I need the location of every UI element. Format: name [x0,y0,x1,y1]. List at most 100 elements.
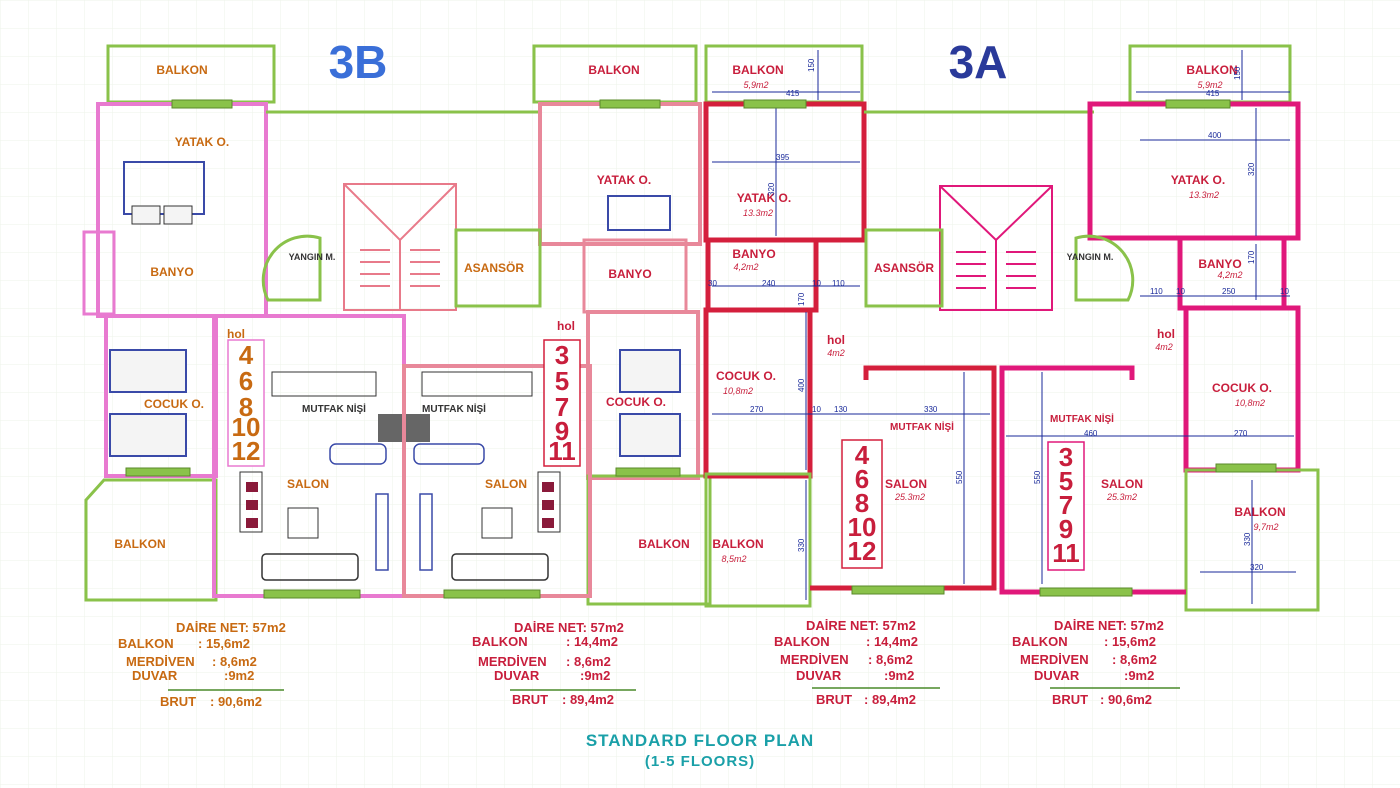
dim-label: 320 [1250,563,1264,572]
summary-brut-key: BRUT [1052,692,1088,707]
summary-balkon-key: BALKON [1012,634,1068,649]
floor-box-3a-right [1047,441,1085,571]
area-summary-1: DAİRE NET: 57m2 BALKON : 15,6m2 MERDİVEN… [118,620,286,709]
dim-label: 415 [786,89,800,98]
dim-label: 320 [1247,162,1256,176]
summary-merdiven-val: : 8,6m2 [1112,652,1157,667]
dim-label: 270 [750,405,764,414]
dim-label: 330 [797,538,806,552]
room-label-cocuk-3b-l: COCUK O. [144,397,204,411]
summary-brut-val: : 90,6m2 [1100,692,1152,707]
dim-label: 550 [1033,470,1042,484]
summary-duvar-key: DUVAR [494,668,540,683]
room-label-yangin-3b: YANGIN M. [289,252,336,262]
dim-label: 320 [767,182,776,196]
dim-label: 460 [1084,429,1098,438]
floor-box-3b-right [543,339,581,467]
floor-number: 10 [232,412,261,442]
summary-daire: DAİRE NET: 57m2 [176,620,286,635]
dim-label: 330 [1243,532,1252,546]
room-label-banyo-3b-r: BANYO [608,267,651,281]
room-area-balkon-3a-br: 9,7m2 [1253,522,1278,532]
dim-label: 240 [762,279,776,288]
room-area-yatak-3a-l: 13.3m2 [743,208,773,218]
room-label-banyo-3b-l: BANYO [150,265,193,279]
summary-duvar-val: :9m2 [224,668,254,683]
room-label-banyo-3a-l: BANYO [732,247,775,261]
summary-merdiven-key: MERDİVEN [1020,652,1089,667]
dim-label: 30 [708,279,717,288]
floor-number: 12 [848,536,877,566]
summary-balkon-key: BALKON [118,636,174,651]
summary-merdiven-val: : 8,6m2 [868,652,913,667]
room-label-mutfak-3a-r: MUTFAK NİŞİ [1050,412,1114,425]
floor-number: 4 [239,340,254,370]
floor-number: 9 [555,416,569,446]
room-label-cocuk-3a-r: COCUK O. [1212,381,1272,395]
room-label-balkon-3b-tl: BALKON [156,63,207,77]
room-area-cocuk-3a-r: 10,8m2 [1235,398,1265,408]
floor-number: 6 [239,366,253,396]
room-area-balkon-3a-tl: 5,9m2 [743,80,768,90]
room-area-banyo-3a-l: 4,2m2 [733,262,758,272]
dim-label: 550 [955,470,964,484]
summary-balkon-val: : 14,4m2 [866,634,918,649]
summary-daire: DAİRE NET: 57m2 [1054,618,1164,633]
staircase-3a [939,185,1053,311]
room-area-cocuk-3a-l: 10,8m2 [723,386,753,396]
room-label-balkon-3b-tr: BALKON [588,63,639,77]
summary-duvar-val: :9m2 [884,668,914,683]
dim-label: 395 [776,153,790,162]
summary-merdiven-val: : 8,6m2 [212,654,257,669]
dim-label: 170 [1247,250,1256,264]
room-area-hol-3a-r: 4m2 [1155,342,1173,352]
room-label-balkon-3a-br: BALKON [1234,505,1285,519]
floor-number: 11 [1052,538,1080,568]
fire-escape-3a [1074,234,1135,302]
room-label-yatak-3b-l: YATAK O. [175,135,229,149]
room-label-balkon-3a-bl: BALKON [712,537,763,551]
room-label-mutfak-3b-l: MUTFAK NİŞİ [302,402,366,415]
summary-merdiven-val: : 8,6m2 [566,654,611,669]
room-label-yangin-3a: YANGIN M. [1067,252,1114,262]
floor-number: 5 [1059,466,1073,496]
floor-box-3a-left [841,439,883,569]
dimension-labels: 415 395 320 240 110 10 30 170 400 270 10… [708,58,1289,572]
summary-brut-key: BRUT [816,692,852,707]
room-label-salon-3a-r: SALON [1101,477,1143,491]
dim-label: 170 [797,292,806,306]
elevator-3b [454,228,542,308]
summary-balkon-val: : 14,4m2 [566,634,618,649]
summary-brut-val: : 90,6m2 [210,694,262,709]
summary-merdiven-key: MERDİVEN [126,654,195,669]
dim-label: 400 [797,378,806,392]
dim-label: 110 [832,279,845,288]
floor-number: 8 [855,488,869,518]
floor-number: 3 [1059,442,1073,472]
summary-balkon-val: : 15,6m2 [1104,634,1156,649]
fire-escape-3b [261,234,322,302]
room-label-salon-3b-r: SALON [485,477,527,491]
room-area-banyo-3a-r: 4,2m2 [1217,270,1242,280]
unit-title-3b: 3B [329,36,388,88]
elevator-3a [864,228,944,308]
summary-balkon-key: BALKON [774,634,830,649]
dimension-lines [712,50,1296,604]
room-label-asansor-3b: ASANSÖR [464,260,524,275]
floor-number: 11 [548,436,576,466]
summary-balkon-key: BALKON [472,634,528,649]
plan-caption-line1: STANDARD FLOOR PLAN [586,731,814,750]
room-label-cocuk-3a-l: COCUK O. [716,369,776,383]
room-label-salon-3b-l: SALON [287,477,329,491]
dim-label: 10 [812,279,821,288]
unit-title-3a: 3A [949,36,1008,88]
summary-daire: DAİRE NET: 57m2 [514,620,624,635]
dim-label: 250 [1222,287,1236,296]
floor-number: 9 [1059,514,1073,544]
room-area-hol-3a-l: 4m2 [827,348,845,358]
dim-label: 270 [1234,429,1248,438]
room-label-yatak-3a-l: YATAK O. [737,191,791,205]
summary-brut-val: : 89,4m2 [864,692,916,707]
furniture-3b [109,161,681,581]
